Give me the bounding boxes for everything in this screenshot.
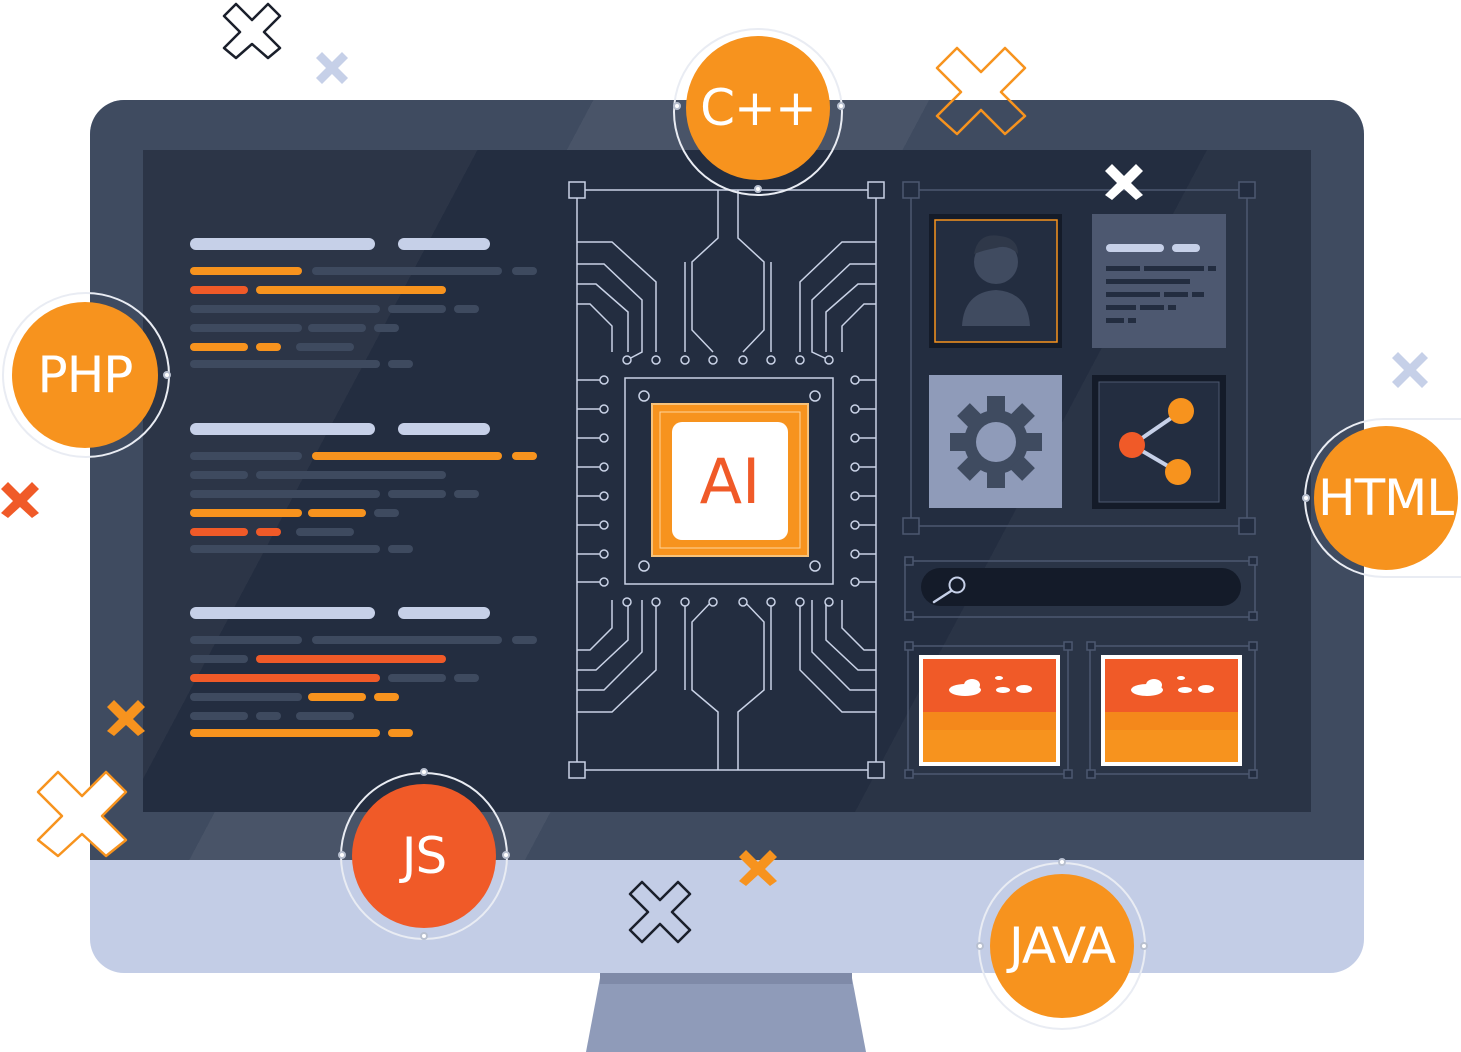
ring-dot [163, 371, 171, 379]
ring-dot [1058, 858, 1066, 866]
x-cross-icon [935, 46, 1027, 136]
js-badge-label: JS [401, 827, 447, 885]
js-badge: JS [352, 784, 496, 928]
ring-dot [420, 932, 428, 940]
x-cross-icon [1, 482, 39, 518]
x-cross-icon [107, 700, 145, 736]
landscape-image-icon [919, 655, 1060, 766]
ring-dot [673, 102, 681, 110]
x-cross-icon [1392, 352, 1428, 388]
search-bar[interactable] [921, 568, 1241, 606]
ring-dot [1140, 942, 1148, 950]
magnifier-icon [932, 576, 966, 604]
ring-dot [754, 185, 762, 193]
ai-chip-label: AI [699, 444, 761, 518]
ai-chip: AI [672, 422, 788, 540]
document-card [1092, 214, 1226, 348]
ring-dot [976, 942, 984, 950]
x-cross-icon [36, 770, 128, 858]
x-cross-icon [628, 880, 692, 944]
landscape-image-icon [1101, 655, 1242, 766]
gear-icon [929, 375, 1062, 508]
ring-dot [1302, 494, 1310, 502]
ring-dot [502, 851, 510, 859]
ring-dot [338, 851, 346, 859]
share-icon [1092, 375, 1226, 509]
java-badge-label: JAVA [1008, 917, 1116, 975]
x-cross-icon [1105, 164, 1143, 200]
user-avatar-icon [929, 214, 1062, 348]
html-badge: HTML [1314, 426, 1458, 570]
x-cross-icon [739, 850, 777, 886]
php-badge-label: PHP [37, 346, 134, 404]
php-badge: PHP [12, 302, 158, 448]
java-badge: JAVA [990, 874, 1134, 1018]
cpp-badge: C++ [686, 36, 830, 180]
ring-dot [837, 102, 845, 110]
cpp-badge-label: C++ [700, 79, 817, 137]
x-cross-icon [222, 2, 282, 60]
ring-dot [420, 768, 428, 776]
cpp-badge-ring [673, 28, 843, 196]
html-badge-label: HTML [1318, 469, 1454, 527]
x-cross-icon [316, 52, 348, 84]
